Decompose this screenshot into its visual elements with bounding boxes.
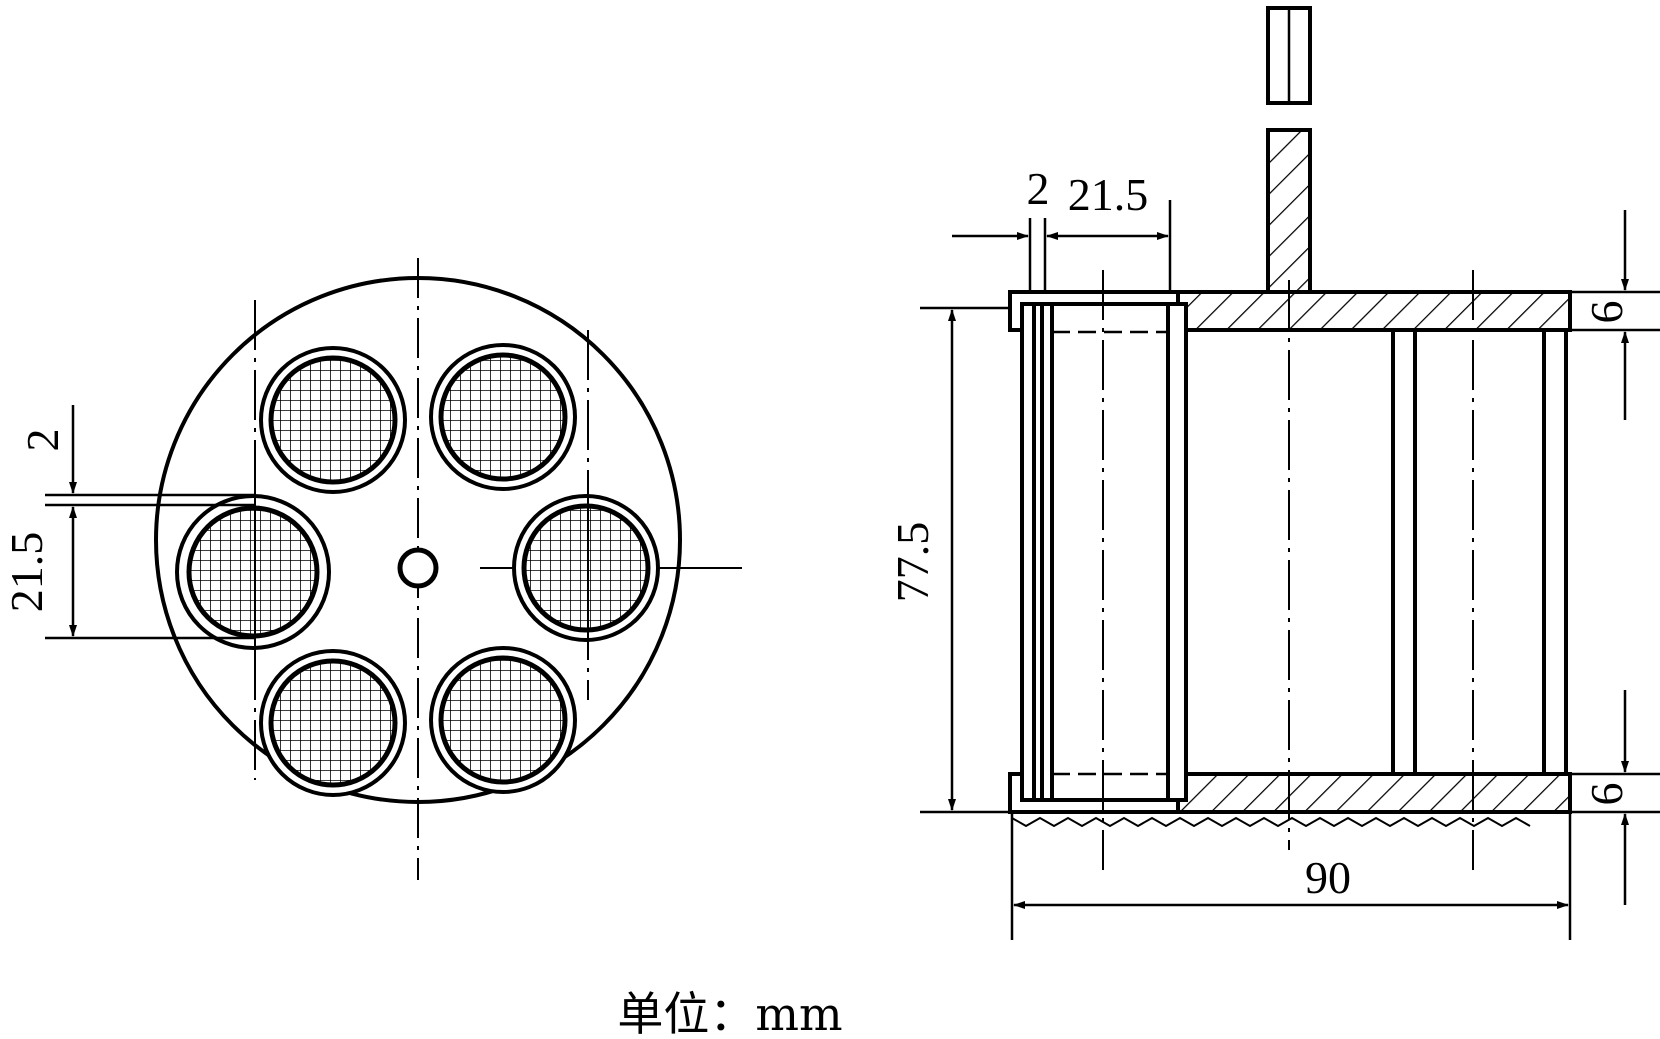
bottom-plate xyxy=(1008,772,1572,814)
top-view: 2 21.5 xyxy=(1,258,742,880)
side-view-dimensions xyxy=(920,200,1660,940)
side-view-centerlines xyxy=(1102,270,1474,870)
unit-caption: 单位：mm xyxy=(617,987,842,1039)
side-dim-gap-label: 2 xyxy=(1027,163,1050,214)
sample-hole-bottom-right xyxy=(429,646,577,794)
sample-tube xyxy=(1020,302,1188,802)
side-dim-hole-label: 21.5 xyxy=(1068,169,1149,220)
sample-hole-right xyxy=(512,494,660,642)
sample-hole-top-left xyxy=(259,346,407,494)
center-hole xyxy=(397,547,439,589)
side-dim-plate-bottom-label: 6 xyxy=(1581,783,1632,806)
top-dim-gap-label: 2 xyxy=(17,429,68,452)
sample-hole-left xyxy=(175,494,331,650)
side-dim-height-label: 77.5 xyxy=(887,522,938,603)
handle-rod xyxy=(1266,6,1312,294)
sample-hole-bottom-left xyxy=(259,649,407,797)
sample-hole-top-right xyxy=(429,343,577,491)
side-dim-width-label: 90 xyxy=(1305,852,1351,903)
side-dim-plate-top-label: 6 xyxy=(1581,301,1632,324)
support-posts xyxy=(1391,328,1568,776)
ground-hatch xyxy=(1011,816,1531,828)
top-view-dimensions xyxy=(45,405,255,640)
side-view: 2 21.5 77.5 6 6 90 xyxy=(887,6,1660,940)
top-dim-hole-label: 21.5 xyxy=(1,532,52,613)
